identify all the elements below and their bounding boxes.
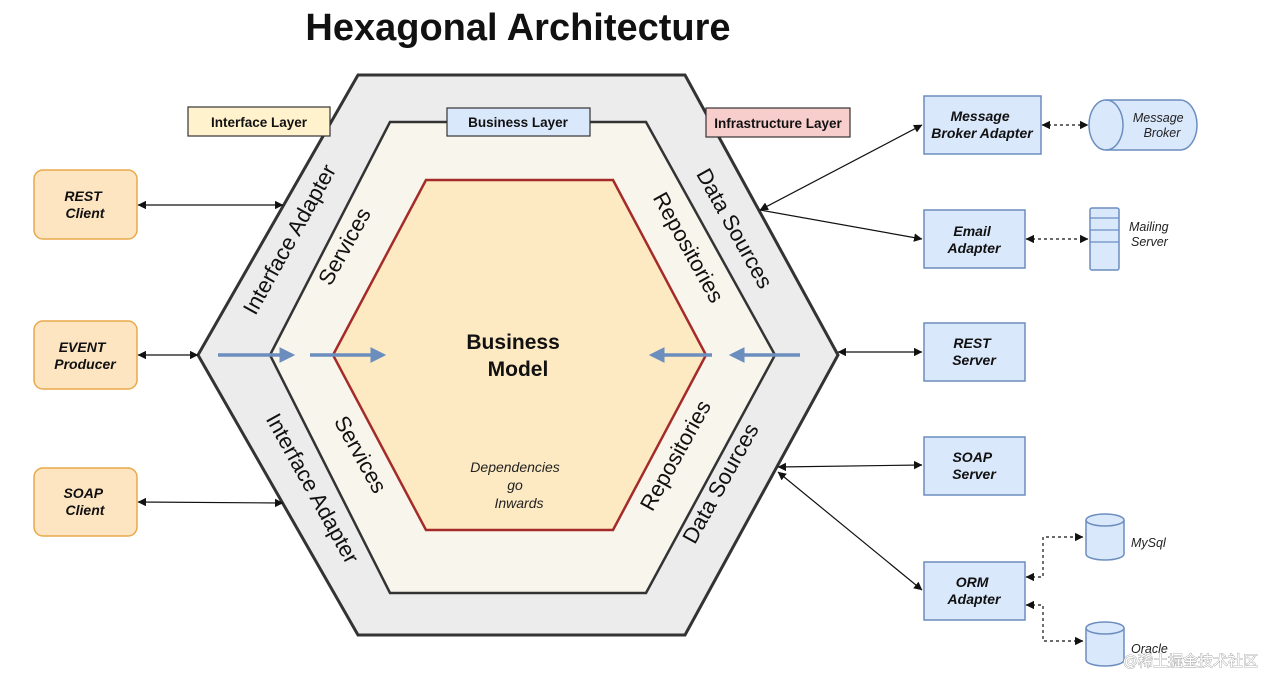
watermark-text: @稀土掘金技术社区: [1123, 652, 1258, 670]
event-producer-box[interactable]: EVENT Producer: [33, 320, 138, 390]
svg-text:REST Client: REST Client: [64, 188, 105, 221]
orm-adapter-box[interactable]: ORM Adapter: [923, 561, 1026, 621]
infrastructure-layer-label: Infrastructure Layer: [705, 107, 851, 138]
svg-text:Infrastructure Layer: Infrastructure Layer: [714, 116, 842, 131]
rest-server-box[interactable]: REST Server: [923, 322, 1026, 382]
rest-client-box[interactable]: REST Client: [33, 169, 138, 240]
dependencies-note: Dependencies go Inwards: [470, 459, 563, 511]
svg-text:MySql: MySql: [1131, 536, 1167, 550]
mysql-database-node[interactable]: MySql: [1085, 513, 1167, 561]
svg-text:SOAP Server: SOAP Server: [952, 449, 997, 482]
message-broker-adapter-connector: [759, 124, 923, 211]
soap-server-connector: [777, 460, 923, 472]
svg-text:Oracle: Oracle: [1131, 642, 1168, 656]
svg-text:Message Broker Adapter: Message Broker Adapter: [931, 108, 1034, 141]
svg-text:Email Adapter: Email Adapter: [947, 223, 1002, 256]
message-broker-adapter-box[interactable]: Message Broker Adapter: [923, 95, 1042, 155]
soap-server-box[interactable]: SOAP Server: [923, 436, 1026, 496]
soap-client-box[interactable]: SOAP Client: [33, 467, 138, 537]
svg-text:SOAP Client: SOAP Client: [63, 485, 106, 518]
message-broker-node[interactable]: Message Broker: [1088, 99, 1198, 151]
adapter-connectors: [759, 124, 923, 591]
mysql-dashed-connector: [1025, 532, 1084, 582]
oracle-database-node[interactable]: Oracle: [1085, 621, 1168, 667]
mailing-server-node[interactable]: Mailing Server: [1089, 207, 1172, 271]
email-adapter-box[interactable]: Email Adapter: [923, 209, 1026, 269]
svg-text:Mailing Server: Mailing Server: [1129, 220, 1172, 249]
orm-adapter-connector: [777, 471, 923, 591]
business-layer-label: Business Layer: [446, 107, 591, 137]
email-adapter-connector: [759, 209, 923, 242]
svg-text:Business Layer: Business Layer: [468, 115, 569, 130]
svg-text:ORM Adapter: ORM Adapter: [947, 574, 1002, 607]
svg-text:Interface Layer: Interface Layer: [211, 115, 308, 130]
interface-layer-label: Interface Layer: [187, 106, 331, 137]
svg-text:EVENT Producer: EVENT Producer: [54, 339, 117, 372]
business-model-title: Business Model: [466, 331, 565, 381]
svg-text:REST Server: REST Server: [952, 335, 997, 368]
oracle-dashed-connector: [1025, 600, 1084, 646]
diagram-title: Hexagonal Architecture: [305, 7, 730, 49]
client-connectors: [137, 200, 284, 508]
external-connectors: [1025, 120, 1089, 646]
svg-text:Message Broker: Message Broker: [1133, 111, 1187, 140]
soap-client-connector: [137, 497, 284, 508]
